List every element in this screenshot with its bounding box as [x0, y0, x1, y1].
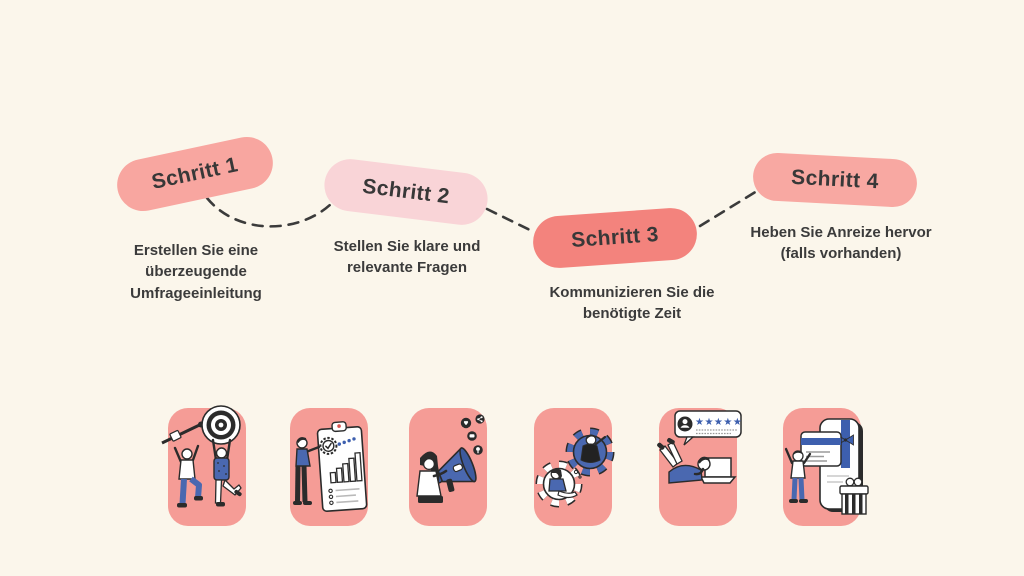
- step-4-label: Schritt 4: [790, 165, 880, 194]
- checklist-lines: [328, 488, 360, 506]
- person-right: [211, 438, 242, 507]
- pin-icon: [476, 447, 480, 454]
- card-megaphone: [409, 408, 487, 526]
- clipboard-icon: [316, 421, 368, 512]
- gift-phone-illustration: [784, 418, 869, 515]
- card-clipboard: [290, 408, 368, 526]
- step-1-label: Schritt 1: [149, 153, 241, 194]
- progress-dots: [337, 437, 356, 446]
- gift-box-icon: [839, 477, 869, 515]
- person-in-blue-gear: [580, 434, 607, 463]
- comment-icon: [469, 434, 475, 438]
- connector-step1-step2: [205, 196, 334, 228]
- card-dart-target: [161, 405, 246, 526]
- step-4-pill: Schritt 4: [751, 151, 919, 209]
- share-icon: [477, 416, 483, 423]
- step-1-description: Erstellen Sie eine überzeugende Umfragee…: [130, 242, 262, 302]
- step-4-description: Heben Sie Anreize hervor (falls vorhande…: [750, 224, 932, 263]
- teamwork-gears-illustration: [535, 427, 615, 508]
- person-announcer: [416, 451, 448, 503]
- bar-chart-icon: [329, 452, 363, 484]
- megaphone-announcement-illustration: [416, 414, 485, 503]
- dartboard-icon: [201, 405, 241, 445]
- connector-step2-step3: [485, 207, 536, 234]
- five-star-rating: ★★★★★: [695, 417, 742, 428]
- person-waving: [784, 447, 812, 503]
- step-2-description: Stellen Sie klare und relevante Fragen: [333, 238, 481, 277]
- person-lying: [657, 438, 711, 484]
- decorative-dot: [573, 469, 579, 475]
- social-icon-bubbles: [460, 414, 485, 455]
- megaphone-icon: [431, 447, 477, 492]
- heart-icon: [463, 420, 469, 425]
- step-3-label: Schritt 3: [570, 222, 660, 253]
- step-3-description: Kommunizieren Sie die benötigte Zeit: [549, 284, 715, 323]
- connector-step3-step4: [698, 189, 759, 228]
- decorative-dot: [578, 475, 582, 479]
- card-review: ★★★★★: [657, 408, 742, 526]
- laptop-icon: [699, 457, 737, 484]
- laptop-review-illustration: ★★★★★: [657, 410, 742, 484]
- dart-target-illustration: [161, 405, 242, 508]
- person-in-white-gear: [548, 468, 578, 499]
- person-standing: [293, 437, 321, 505]
- card-gears: [534, 408, 615, 526]
- gift-card: [800, 431, 842, 467]
- clipboard-checklist-illustration: [293, 421, 368, 512]
- review-bubble: ★★★★★: [674, 410, 742, 446]
- step-2-label: Schritt 2: [361, 174, 451, 209]
- person-left: [173, 444, 203, 508]
- card-gift: [783, 408, 869, 526]
